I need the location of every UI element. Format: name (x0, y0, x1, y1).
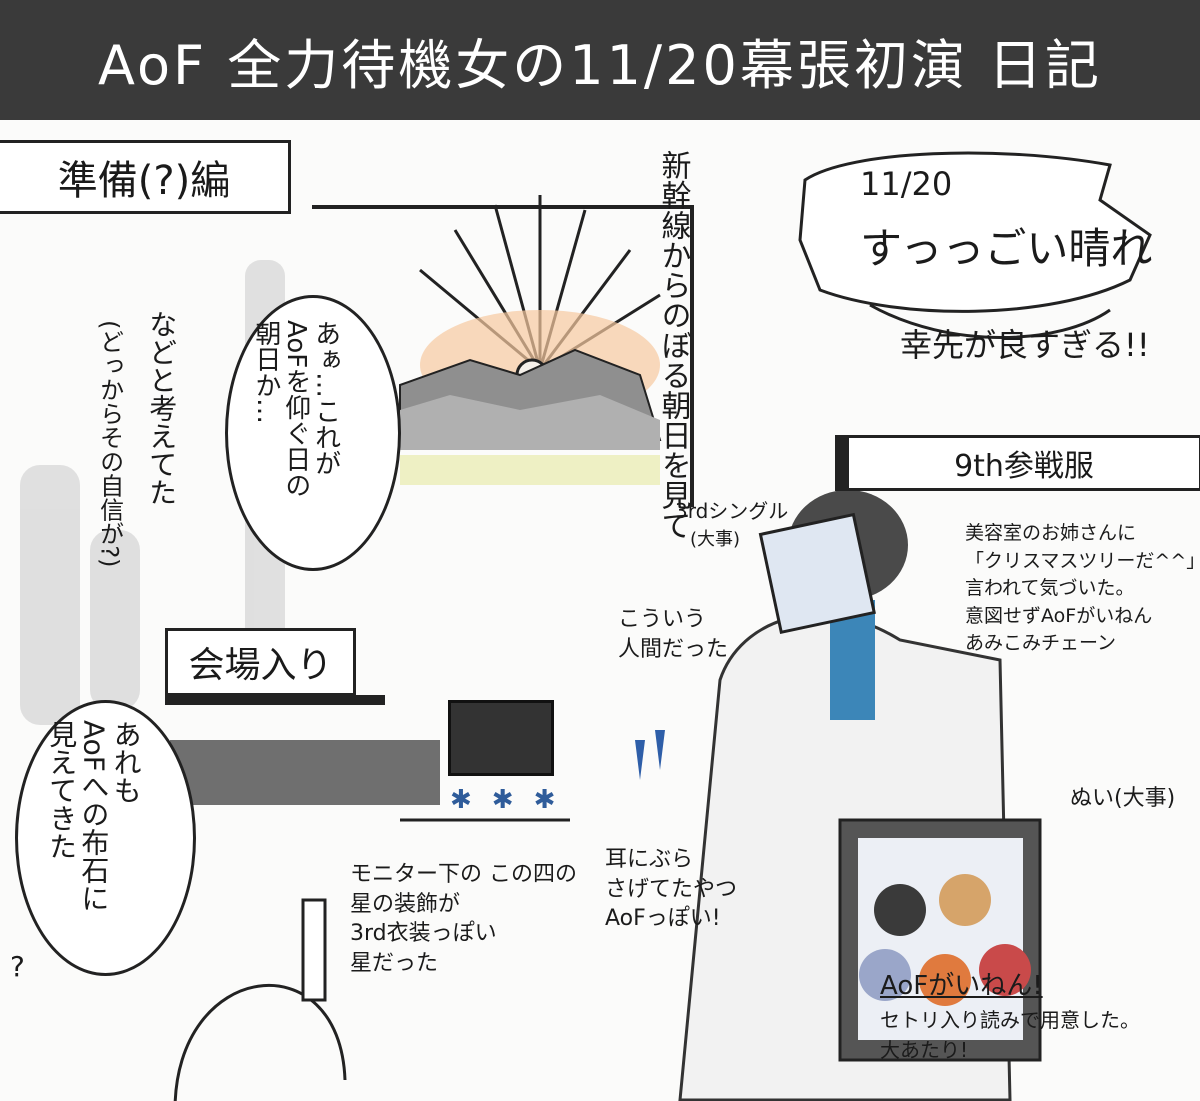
page-title: AoF 全力待機女の11/20幕張初演 日記 (97, 33, 1103, 97)
lucky-text: 幸先が良すぎる!! (900, 326, 1150, 364)
question-mark: ? (10, 950, 25, 983)
shinkansen-note: 新幹線からのぼる朝日を見て (655, 150, 691, 540)
single-sub: (大事) (690, 529, 741, 550)
hair-note: 美容室のお姉さんに 「クリスマスツリーだ^^」って 言われて気づいた。 意図せず… (965, 522, 1200, 655)
bag-title: AoFがいねん! (880, 971, 1043, 1001)
section-header-venue: 会場入り (165, 628, 356, 696)
speech-bubble-venue (15, 700, 196, 976)
speech-bubble-prep (225, 295, 401, 571)
section-header-prep: 準備(?)編 (0, 140, 291, 214)
single-label: 3rdシングル (675, 499, 789, 523)
thought-subtext: (どっからその自信が?) (95, 320, 124, 568)
star-icon: ✱ (491, 785, 514, 815)
cd-case (758, 512, 876, 635)
mountain-foreground (400, 395, 660, 450)
star-decorations: ✱ ✱ ✱ (450, 785, 555, 815)
bag-note: セトリ入り読みで用意した。 大あたり! (880, 1008, 1140, 1062)
thought-text: などと考えてた (145, 310, 179, 506)
star-icon: ✱ (533, 785, 556, 815)
earrings (635, 730, 665, 780)
weather-text: すっっごい晴れ (860, 224, 1153, 273)
bubble-text-venue: あれも AoFへの布石に 見えてきた (45, 720, 143, 912)
ita-bag-window (858, 838, 1023, 1040)
plush-note: ぬい(大事) (1070, 786, 1176, 811)
weather-date: 11/20 (860, 165, 953, 203)
train-window-frame (312, 205, 694, 507)
weather-cloud (798, 151, 1152, 313)
penlight (301, 898, 327, 1002)
person-note: こういう 人間だった (618, 607, 729, 662)
lucky-underline (869, 303, 1111, 339)
person-head-outline (173, 983, 347, 1101)
plush-dolls (859, 874, 1031, 1006)
title-bar: AoF 全力待機女の11/20幕張初演 日記 (0, 0, 1200, 120)
sketch-illustrations (20, 151, 1152, 1101)
field-yellow (400, 455, 660, 485)
section-header-outfit: 9th参戦服 (835, 435, 1200, 491)
stage-block (170, 740, 440, 805)
venue-monitor (448, 700, 554, 776)
earring-note: 耳にぶら さげてたやつ AoFっぽい! (605, 847, 738, 932)
stage-roof (165, 695, 385, 705)
monitor-note: モニター下の この四の 星の装飾が 3rd衣装っぽい 星だった (350, 862, 577, 977)
star-icon: ✱ (450, 785, 472, 815)
bubble-text-prep: あぁ…これが AoFを仰ぐ日の 朝日か… (250, 320, 341, 499)
